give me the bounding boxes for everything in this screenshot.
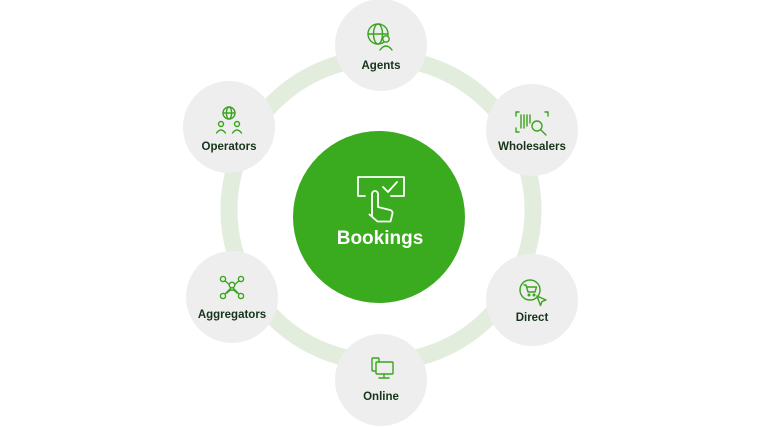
hub-circle xyxy=(293,131,465,303)
node-circle xyxy=(335,0,427,91)
node-circle xyxy=(186,251,278,343)
node-label: Online xyxy=(363,391,399,403)
channel-node-operators: Operators xyxy=(183,81,275,173)
node-circle xyxy=(183,81,275,173)
barcode-search-icon xyxy=(515,111,549,136)
cart-cursor-icon xyxy=(519,279,547,307)
channel-node-agents: Agents xyxy=(335,0,427,91)
node-label: Agents xyxy=(362,60,401,72)
channel-node-wholesalers: Wholesalers xyxy=(486,84,578,176)
hub-bookings: Bookings xyxy=(293,131,465,303)
computer-phone-icon xyxy=(371,357,394,379)
touch-check-icon xyxy=(357,176,405,223)
globe-person-icon xyxy=(367,23,393,51)
network-nodes-icon xyxy=(219,275,245,300)
channel-node-direct: Direct xyxy=(486,254,578,346)
hub-label: Bookings xyxy=(337,228,424,249)
channel-node-aggregators: Aggregators xyxy=(186,251,278,343)
node-label: Wholesalers xyxy=(498,141,566,153)
globe-people-icon xyxy=(215,106,243,134)
node-label: Direct xyxy=(516,312,549,324)
node-label: Aggregators xyxy=(198,309,266,321)
node-label: Operators xyxy=(202,141,257,153)
node-circle xyxy=(335,334,427,426)
node-circle xyxy=(486,84,578,176)
channel-node-online: Online xyxy=(335,334,427,426)
